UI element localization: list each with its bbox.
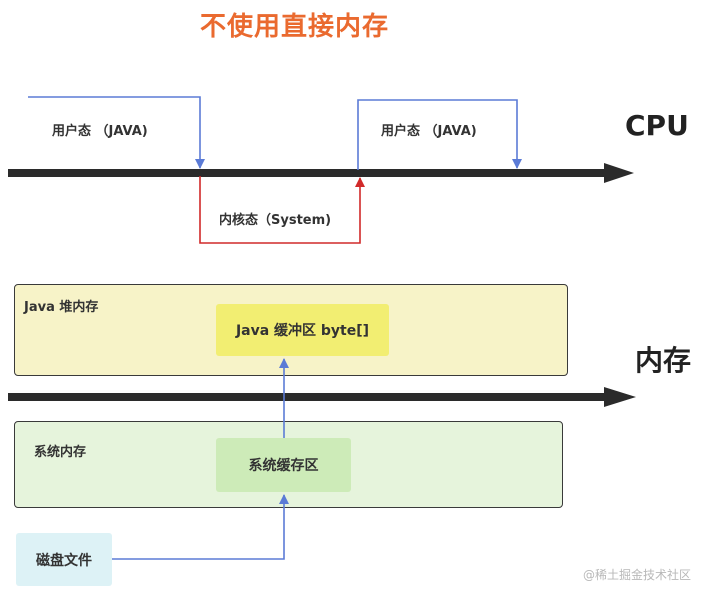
java-heap-title: Java 堆内存: [24, 300, 99, 315]
kernel-mode-path: [199, 176, 365, 244]
user-mode-label-right: 用户态 （JAVA): [381, 124, 477, 139]
user-mode-label-left: 用户态 （JAVA): [52, 124, 148, 139]
disk-file-box: 磁盘文件: [16, 533, 112, 586]
system-memory-title: 系统内存: [34, 445, 87, 460]
java-buffer-box: Java 缓冲区 byte[]: [216, 304, 389, 356]
user-mode-path-left: [28, 96, 205, 169]
diagram-title: 不使用直接内存: [200, 12, 390, 42]
memory-axis-arrow: [8, 387, 636, 407]
disk-to-system-arrow: [112, 494, 289, 560]
memory-axis-label: 内存: [635, 344, 692, 377]
user-mode-path-right: [357, 99, 522, 170]
cpu-axis-label: CPU: [625, 109, 689, 142]
system-buffer-box: 系统缓存区: [216, 438, 351, 492]
watermark: @稀土掘金技术社区: [582, 568, 691, 582]
kernel-mode-label: 内核态（System): [219, 213, 332, 228]
cpu-axis-arrow: [8, 163, 634, 183]
